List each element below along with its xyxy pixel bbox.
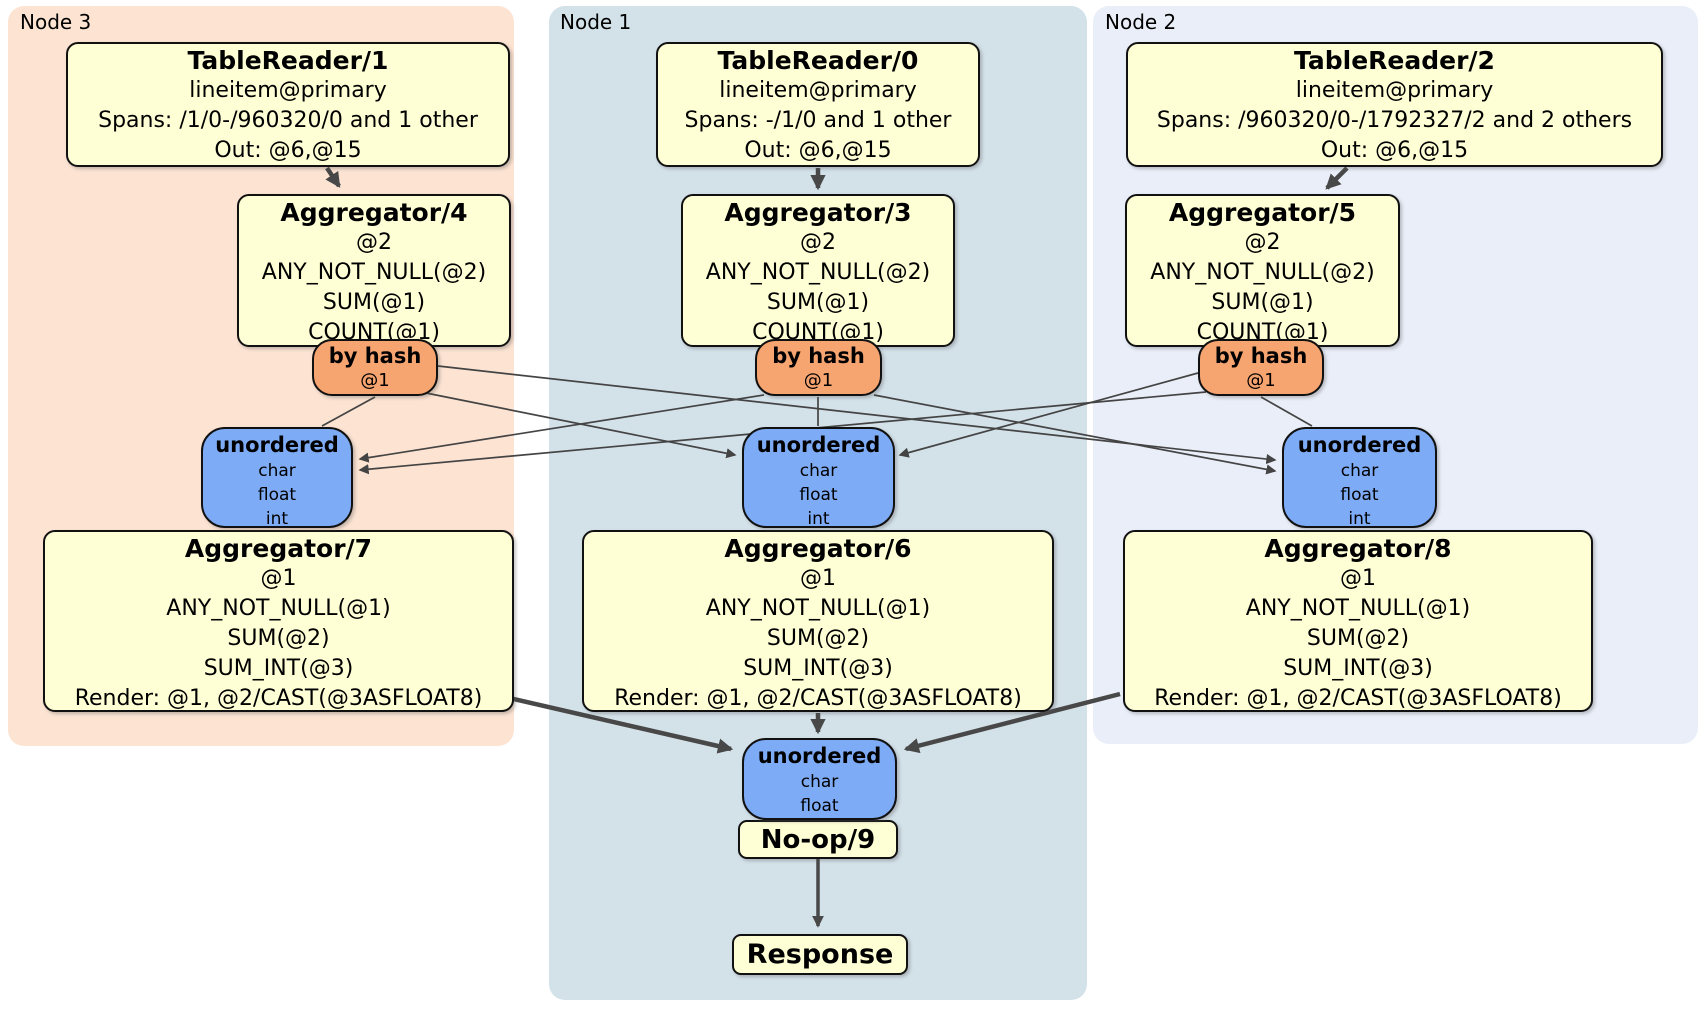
node-spans: Spans: -/1/0 and 1 other	[684, 108, 952, 133]
plan-node-tablereader-2: TableReader/2 lineitem@primary Spans: /9…	[1126, 42, 1663, 167]
sync-type: unordered	[1297, 433, 1422, 457]
node-group-col: @2	[1244, 230, 1281, 255]
router-column: @1	[803, 370, 834, 391]
plan-node-tablereader-0: TableReader/0 lineitem@primary Spans: -/…	[656, 42, 980, 167]
node-title: Aggregator/5	[1168, 198, 1357, 227]
plan-node-noop-9: No-op/9	[738, 820, 898, 859]
node-spans: Spans: /960320/0-/1792327/2 and 2 others	[1156, 108, 1633, 133]
sync-type: unordered	[757, 744, 882, 768]
node-agg-fn: ANY_NOT_NULL(@2)	[261, 260, 487, 285]
edge-hash3-sync3	[321, 396, 376, 427]
node-render-expr: Render: @1, @2/CAST(@3ASFLOAT8)	[1154, 686, 1562, 711]
sync-col-type: int	[807, 509, 830, 529]
node-title: TableReader/1	[187, 46, 389, 75]
sync-unordered-node3: unordered char float int	[201, 427, 353, 529]
plan-node-aggregator-4: Aggregator/4 @2 ANY_NOT_NULL(@2) SUM(@1)…	[237, 194, 511, 347]
sync-col-type: float	[799, 485, 838, 505]
edge-hash2-sync1	[898, 372, 1199, 458]
sync-unordered-node2: unordered char float int	[1282, 427, 1437, 529]
node-agg-fn: SUM(@1)	[766, 290, 870, 315]
sync-col-type: int	[265, 509, 289, 529]
node-group-col: @1	[1340, 566, 1376, 591]
node-group-col: @2	[800, 230, 836, 255]
node-out: Out: @6,@15	[744, 138, 892, 163]
sync-col-type: int	[1348, 509, 1371, 529]
node-title: Response	[746, 939, 894, 970]
node-agg-fn: SUM_INT(@3)	[1283, 656, 1433, 681]
router-type: by hash	[772, 344, 865, 368]
plan-node-aggregator-5: Aggregator/5 @2 ANY_NOT_NULL(@2) SUM(@1)…	[1125, 194, 1400, 347]
plan-node-response: Response	[732, 934, 908, 975]
node-agg-fn: ANY_NOT_NULL(@1)	[705, 596, 931, 621]
plan-node-aggregator-3: Aggregator/3 @2 ANY_NOT_NULL(@2) SUM(@1)…	[681, 194, 955, 347]
sync-unordered-node1: unordered char float int	[742, 427, 895, 529]
node-index: lineitem@primary	[719, 78, 917, 103]
node-agg-fn: SUM(@1)	[322, 290, 426, 315]
node-group-col: @1	[800, 566, 836, 591]
sync-unordered-final: unordered char float	[742, 738, 897, 820]
edge-tr1-agg4	[325, 166, 341, 188]
node-agg-fn: ANY_NOT_NULL(@1)	[166, 596, 391, 621]
sync-col-type: float	[800, 796, 839, 816]
node-agg-fn: SUM(@2)	[1306, 626, 1410, 651]
sync-col-type: char	[800, 772, 839, 792]
node-title: Aggregator/8	[1264, 534, 1452, 563]
node-agg-fn: SUM(@2)	[766, 626, 870, 651]
sync-type: unordered	[756, 433, 881, 457]
node-out: Out: @6,@15	[214, 138, 362, 163]
node-title: TableReader/2	[1294, 46, 1495, 75]
sync-col-type: float	[1340, 485, 1379, 505]
region-label-node-2: Node 2	[1105, 10, 1177, 34]
node-title: No-op/9	[760, 825, 876, 855]
sync-col-type: char	[799, 461, 838, 481]
node-agg-fn: SUM(@2)	[227, 626, 330, 651]
region-label-node-1: Node 1	[560, 10, 632, 34]
node-index: lineitem@primary	[1295, 78, 1494, 103]
node-agg-fn: SUM(@1)	[1211, 290, 1314, 315]
sync-type: unordered	[215, 433, 339, 457]
node-spans: Spans: /1/0-/960320/0 and 1 other	[98, 108, 478, 133]
node-agg-fn: ANY_NOT_NULL(@1)	[1245, 596, 1471, 621]
router-by-hash-node3: by hash @1	[312, 339, 438, 396]
router-by-hash-node2: by hash @1	[1198, 339, 1324, 396]
node-group-col: @1	[260, 566, 297, 591]
router-type: by hash	[328, 344, 422, 368]
plan-node-aggregator-6: Aggregator/6 @1 ANY_NOT_NULL(@1) SUM(@2)…	[582, 530, 1054, 712]
plan-node-aggregator-8: Aggregator/8 @1 ANY_NOT_NULL(@1) SUM(@2)…	[1123, 530, 1593, 712]
edge-hash1-sync2	[873, 394, 1277, 475]
plan-node-tablereader-1: TableReader/1 lineitem@primary Spans: /1…	[66, 42, 510, 167]
edge-tr2-agg5	[1325, 166, 1349, 190]
sync-col-type: float	[257, 485, 297, 505]
node-out: Out: @6,@15	[1320, 138, 1469, 163]
node-title: TableReader/0	[717, 46, 919, 75]
edge-hash2-sync2	[1260, 396, 1313, 427]
node-title: Aggregator/4	[280, 198, 468, 227]
router-column: @1	[360, 370, 390, 391]
sync-col-type: char	[258, 461, 296, 481]
node-agg-fn: SUM_INT(@3)	[743, 656, 893, 681]
edge-hash1-sync3	[358, 394, 765, 463]
plan-node-aggregator-7: Aggregator/7 @1 ANY_NOT_NULL(@1) SUM(@2)…	[43, 530, 514, 712]
node-title: Aggregator/6	[724, 534, 912, 563]
node-render-expr: Render: @1, @2/CAST(@3ASFLOAT8)	[614, 686, 1022, 711]
node-group-col: @2	[356, 230, 392, 255]
node-agg-fn: ANY_NOT_NULL(@2)	[705, 260, 931, 285]
sync-col-type: char	[1340, 461, 1379, 481]
node-agg-fn: ANY_NOT_NULL(@2)	[1150, 260, 1375, 285]
node-agg-fn: SUM_INT(@3)	[203, 656, 354, 681]
node-title: Aggregator/7	[184, 534, 373, 563]
node-index: lineitem@primary	[189, 78, 387, 103]
router-type: by hash	[1214, 344, 1308, 368]
region-label-node-3: Node 3	[20, 10, 92, 34]
router-by-hash-node1: by hash @1	[755, 339, 882, 396]
node-title: Aggregator/3	[724, 198, 912, 227]
edge-agg8-syncfinal	[903, 691, 1121, 754]
edge-agg7-syncfinal	[504, 694, 734, 754]
router-column: @1	[1246, 370, 1276, 391]
node-render-expr: Render: @1, @2/CAST(@3ASFLOAT8)	[74, 686, 483, 711]
